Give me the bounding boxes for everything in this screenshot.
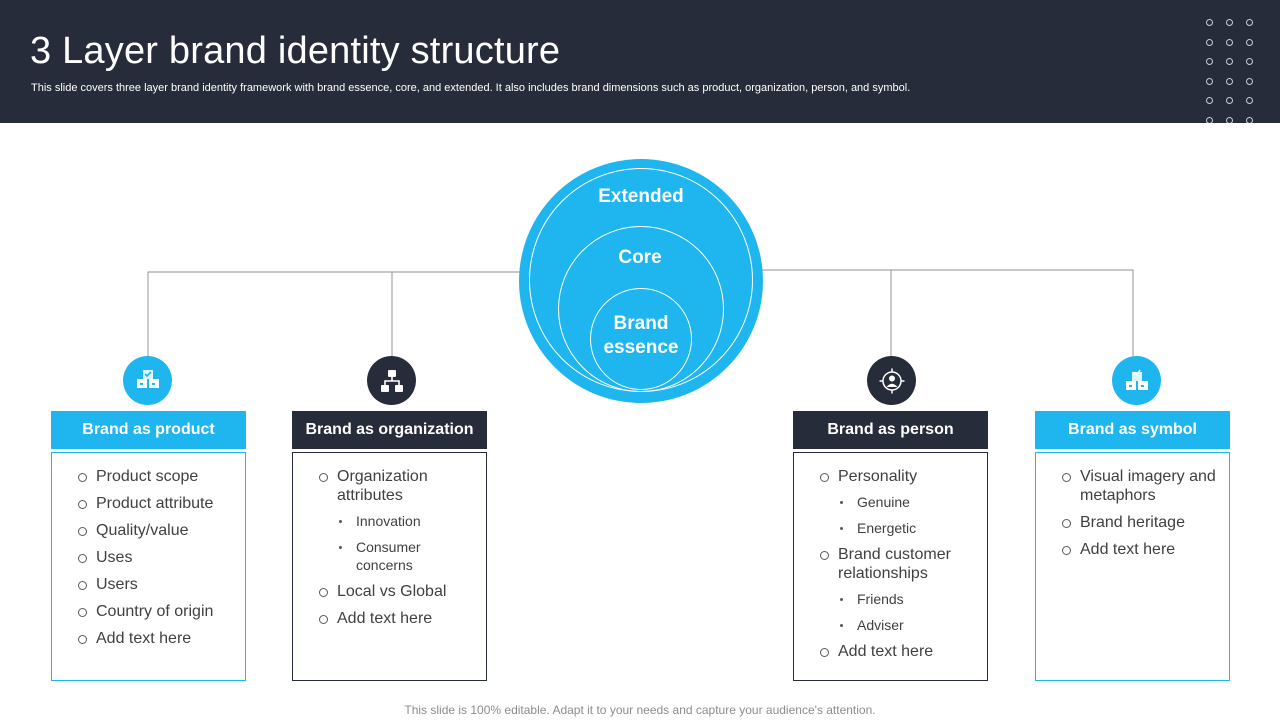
list-item-text: Brand heritage <box>1080 514 1185 531</box>
list-item-text: Product attribute <box>96 495 214 512</box>
list-item: Add text here <box>78 629 237 648</box>
card-title-organization: Brand as organization <box>292 411 487 449</box>
decorative-dot <box>1206 116 1213 123</box>
list-item: Add text here <box>319 609 478 628</box>
card-title-person: Brand as person <box>793 411 988 449</box>
decorative-dot <box>1246 116 1253 123</box>
decorative-dot <box>1206 58 1213 65</box>
list-item-text: Add text here <box>1080 541 1176 558</box>
decorative-dot <box>1246 38 1253 46</box>
list-item-text: Product scope <box>96 468 199 485</box>
sub-list-item: Consumer concerns <box>337 538 478 574</box>
decorative-dot <box>1206 38 1213 46</box>
sub-list-item: Genuine <box>838 493 979 511</box>
decorative-dot <box>1206 97 1213 104</box>
list-item-text: Uses <box>96 549 133 566</box>
list-item-text: Local vs Global <box>337 583 447 600</box>
sub-list-item: Energetic <box>838 519 979 537</box>
list-item: Brand heritage <box>1062 513 1221 532</box>
list-item: Users <box>78 575 237 594</box>
page-subtitle: This slide covers three layer brand iden… <box>31 82 911 94</box>
list-item-text: Organization attributes <box>337 468 428 504</box>
decorative-dot <box>1226 97 1233 104</box>
list-item: Uses <box>78 548 237 567</box>
decorative-dot <box>1246 58 1253 65</box>
symbol-boxes-icon <box>1112 356 1161 405</box>
list-item-text: Visual imagery and metaphors <box>1080 468 1216 504</box>
footer-note: This slide is 100% editable. Adapt it to… <box>404 703 876 717</box>
list-item: Visual imagery and metaphors <box>1062 467 1221 505</box>
list-item-text: Users <box>96 576 138 593</box>
connector-product <box>147 271 520 356</box>
card-title-product: Brand as product <box>51 411 246 449</box>
decorative-dot <box>1226 38 1233 46</box>
list-item-text: Brand customer relationships <box>838 546 951 582</box>
sub-list-item: Innovation <box>337 512 478 530</box>
list-item: Add text here <box>820 642 979 661</box>
list-item-text: Personality <box>838 468 918 485</box>
layer-ring-essence <box>590 288 692 390</box>
list-item: Product scope <box>78 467 237 486</box>
page-title: 3 Layer brand identity structure <box>30 30 561 72</box>
layer-label-core: Core <box>618 247 662 268</box>
list-item: Country of origin <box>78 602 237 621</box>
decorative-dot-grid <box>1203 14 1263 123</box>
sub-list-item: Adviser <box>838 616 979 634</box>
decorative-dot <box>1206 77 1213 85</box>
layer-label-essence: Brand essence <box>603 313 679 358</box>
decorative-dot <box>1226 77 1233 85</box>
list-item: Add text here <box>1062 540 1221 559</box>
list-item-text: Quality/value <box>96 522 189 539</box>
list-item: Product attribute <box>78 494 237 513</box>
card-title-symbol: Brand as symbol <box>1035 411 1230 449</box>
layer-ring-core <box>558 226 724 392</box>
org-chart-icon <box>367 356 416 405</box>
decorative-dot <box>1246 77 1253 85</box>
decorative-dot <box>1226 19 1233 26</box>
decorative-dot <box>1246 97 1253 104</box>
decorative-dot <box>1246 19 1253 26</box>
header-bar: 3 Layer brand identity structure This sl… <box>0 0 1280 123</box>
list-item-text: Add text here <box>337 610 433 627</box>
person-target-icon <box>867 356 916 405</box>
decorative-dot <box>1226 58 1233 65</box>
list-item-text: Add text here <box>838 643 934 660</box>
list-item: Quality/value <box>78 521 237 540</box>
decorative-dot <box>1206 19 1213 26</box>
list-item-text: Country of origin <box>96 603 214 620</box>
sub-list-item: Friends <box>838 590 979 608</box>
decorative-dot <box>1226 116 1233 123</box>
list-item-text: Add text here <box>96 630 192 647</box>
connector-symbol <box>762 269 1134 356</box>
layer-label-extended: Extended <box>598 186 684 207</box>
list-item: Local vs Global <box>319 582 478 601</box>
product-boxes-icon <box>123 356 172 405</box>
